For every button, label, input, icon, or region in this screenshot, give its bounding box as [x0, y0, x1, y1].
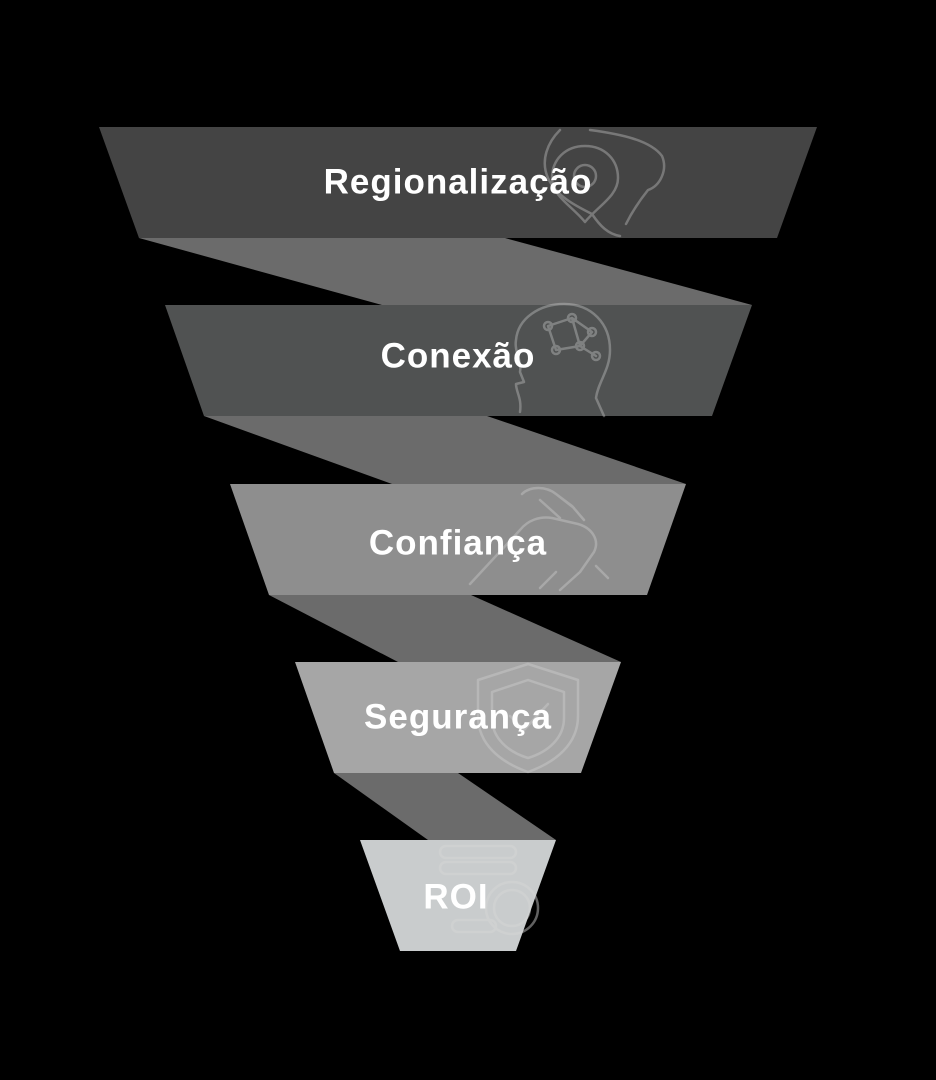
funnel-stage-seguranca: Segurança	[295, 662, 621, 774]
connector-3-4	[269, 595, 621, 662]
connector-2-3	[204, 416, 686, 484]
stage-band	[99, 127, 817, 238]
funnel-stage-regionalizacao: Regionalização	[99, 127, 817, 238]
shield-check-icon	[476, 662, 580, 774]
funnel-connectors	[139, 238, 752, 840]
stage-band	[165, 305, 752, 416]
funnel-stage-roi: ROI	[360, 840, 556, 951]
map-pin-icon	[543, 128, 666, 238]
connector-4-5	[334, 773, 556, 840]
stage-band	[360, 840, 556, 951]
stage-band	[295, 662, 621, 773]
stage-band	[230, 484, 686, 595]
stage-label: Confiança	[369, 524, 547, 563]
stage-label: ROI	[423, 878, 488, 917]
stage-label: Segurança	[364, 698, 552, 737]
brain-head-icon	[514, 302, 612, 418]
connector-1-2	[139, 238, 752, 305]
stage-label: Regionalização	[324, 163, 593, 202]
coins-icon	[438, 844, 540, 936]
funnel-stage-conexao: Conexão	[165, 302, 752, 418]
funnel-stage-confianca: Confiança	[230, 484, 686, 595]
handshake-icon	[468, 486, 610, 592]
stage-label: Conexão	[381, 337, 536, 376]
